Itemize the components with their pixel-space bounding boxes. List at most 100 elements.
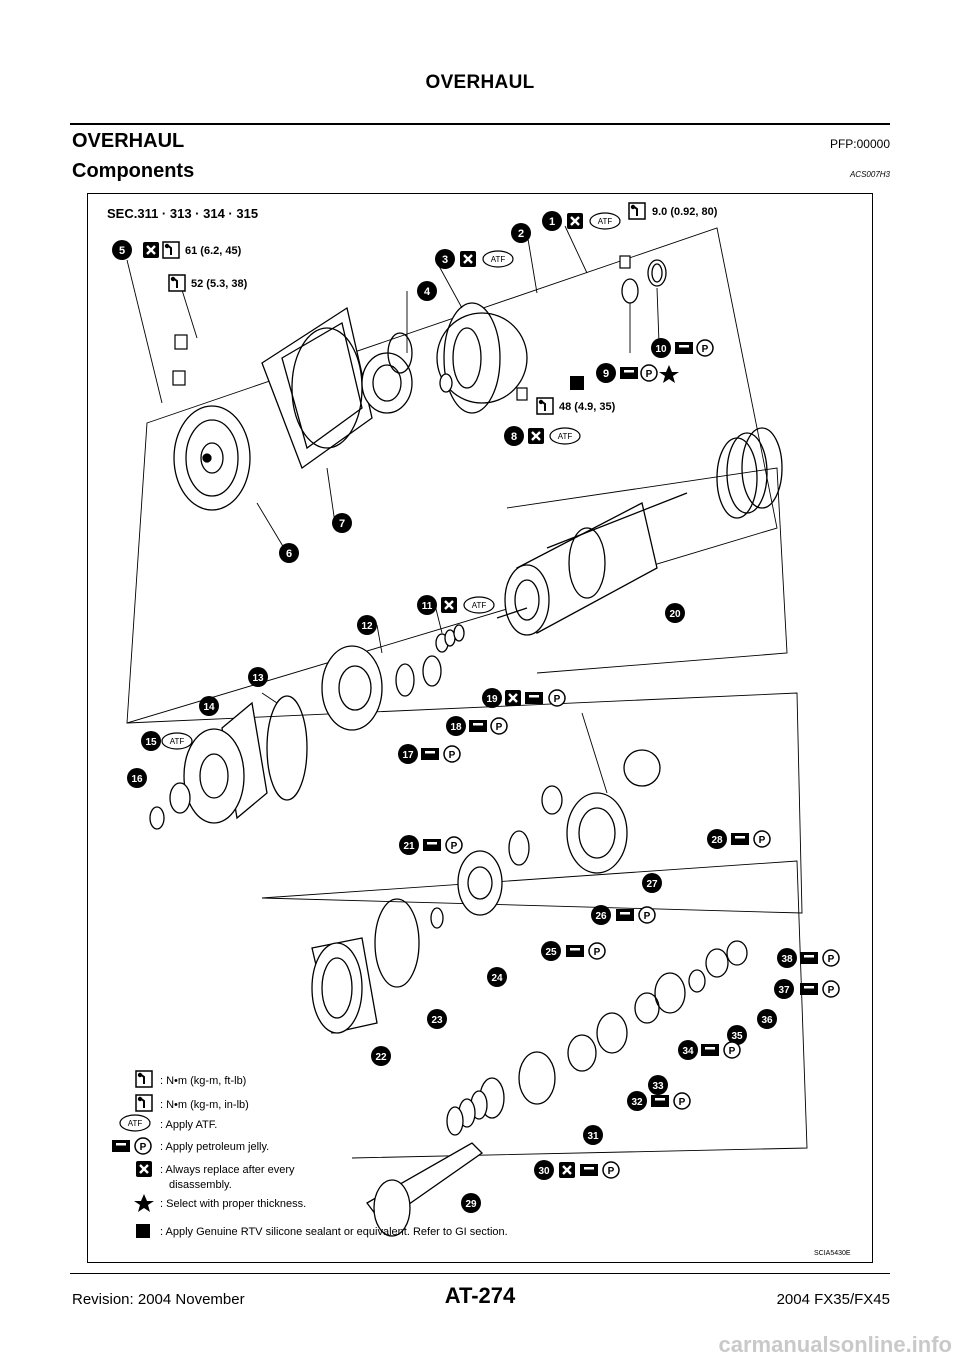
atf-tag: ATF (472, 601, 487, 610)
part-numbers: 1 2 3 4 5 6 7 8 9 10 11 12 13 14 15 16 1… (112, 211, 797, 1213)
converter-housing (261, 306, 373, 470)
part-number: 4 (424, 286, 431, 298)
p-tag: P (594, 947, 601, 958)
torque-1: 9.0 (0.92, 80) (652, 206, 718, 218)
p-tag: P (679, 1097, 686, 1108)
part-number: 15 (145, 737, 157, 748)
part-number: 28 (711, 835, 723, 846)
lower-clutch-parts (311, 749, 661, 1034)
part-number: 2 (518, 228, 524, 240)
part-number: 37 (778, 985, 790, 996)
atf-tag: ATF (558, 432, 573, 441)
legend-select: : Select with proper thickness. (160, 1198, 306, 1210)
p-tag: P (496, 722, 503, 733)
p-tag: P (729, 1046, 736, 1057)
torque-converter (173, 405, 251, 511)
watermark: carmanualsonline.info (718, 1332, 953, 1357)
atf-tag: ATF (128, 1119, 143, 1128)
p-tag: P (451, 841, 458, 852)
p-tag: P (646, 369, 653, 380)
part-number: 35 (731, 1031, 743, 1042)
drum-and-ring (149, 695, 308, 830)
callout-symbols: ATF 9.0 (0.92, 80) 61 (6.2, 45) 52 (5.3,… (141, 202, 840, 1180)
part-number: 36 (761, 1015, 773, 1026)
p-tag: P (608, 1166, 615, 1177)
part-number: 3 (442, 254, 448, 266)
part-number: 24 (491, 973, 503, 984)
running-head: OVERHAUL (425, 72, 535, 93)
legend-apply-atf: : Apply ATF. (160, 1119, 217, 1131)
part-number: 33 (652, 1081, 664, 1092)
sec-label: SEC.311 · 313 · 314 · 315 (107, 206, 258, 221)
part-number: 20 (669, 609, 681, 620)
header-rule (70, 123, 890, 125)
model-text: 2004 FX35/FX45 (776, 1291, 890, 1308)
p-tag: P (449, 750, 456, 761)
part-number: 18 (450, 722, 462, 733)
components-diagram: SEC.311 · 313 · 314 · 315 (107, 202, 851, 1257)
subsection-code: ACS007H3 (849, 170, 890, 179)
part-number: 34 (682, 1046, 694, 1057)
revision-text: Revision: 2004 November (72, 1291, 245, 1308)
part-number: 25 (545, 947, 557, 958)
part-number: 17 (402, 750, 414, 761)
legend-replace-2: disassembly. (169, 1179, 232, 1191)
atf-tag: ATF (598, 217, 613, 226)
part-number: 10 (655, 344, 667, 355)
torque-5: 61 (6.2, 45) (185, 245, 242, 257)
planetary-carrier (321, 624, 465, 731)
legend-apply-jelly: : Apply petroleum jelly. (160, 1141, 269, 1153)
part-number: 11 (422, 601, 433, 612)
legend-nm-ftlb: : N•m (kg-m, ft-lb) (160, 1075, 246, 1087)
part-number: 12 (361, 621, 373, 632)
subsection-title: Components (72, 160, 195, 182)
part-number: 38 (781, 954, 793, 965)
p-tag: P (140, 1142, 147, 1153)
part-number: 1 (549, 216, 555, 228)
legend-replace-1: : Always replace after every (160, 1164, 295, 1176)
p-tag: P (644, 911, 651, 922)
part-number: 23 (431, 1015, 443, 1026)
part-number: 22 (375, 1052, 387, 1063)
atf-tag: ATF (491, 255, 506, 264)
bolts (172, 255, 631, 401)
sealant-icon (570, 376, 584, 390)
part-number: 5 (119, 245, 125, 257)
leader-lines (126, 225, 660, 794)
part-number: 16 (131, 774, 143, 785)
p-tag: P (702, 344, 709, 355)
p-tag: P (759, 835, 766, 846)
star-icon (659, 365, 679, 383)
part-number: 19 (486, 694, 498, 705)
part-number: 26 (595, 911, 607, 922)
part-number: 30 (538, 1166, 550, 1177)
legend-sealant: : Apply Genuine RTV silicone sealant or … (160, 1226, 508, 1238)
part-number: 6 (286, 548, 292, 560)
part-number: 8 (511, 431, 517, 443)
figure-id: SCIA5430E (814, 1250, 851, 1257)
torque-52: 52 (5.3, 38) (191, 278, 248, 290)
part-number: 32 (631, 1097, 643, 1108)
torque-48: 48 (4.9, 35) (559, 401, 616, 413)
sealant-icon (136, 1224, 150, 1238)
oil-pump (361, 302, 528, 414)
output-parts (366, 940, 748, 1237)
legend-nm-inlb: : N•m (kg-m, in-lb) (160, 1099, 249, 1111)
part-number: 27 (646, 879, 658, 890)
part-number: 9 (603, 368, 609, 380)
part-number: 7 (339, 518, 345, 530)
part-number: 31 (587, 1131, 599, 1142)
part-number: 13 (252, 673, 264, 684)
part-number: 21 (403, 841, 415, 852)
legend: : N•m (kg-m, ft-lb) : N•m (kg-m, in-lb) … (112, 1070, 508, 1238)
p-tag: P (828, 954, 835, 965)
atf-tag: ATF (170, 737, 185, 746)
clutch-drum-assembly (496, 427, 783, 636)
small-seals-top (439, 259, 667, 393)
part-number: 14 (203, 702, 215, 713)
part-number: 29 (465, 1199, 477, 1210)
group-boundary-lines (126, 227, 808, 1159)
p-tag: P (554, 694, 561, 705)
section-title: OVERHAUL (72, 130, 185, 152)
p-tag: P (828, 985, 835, 996)
